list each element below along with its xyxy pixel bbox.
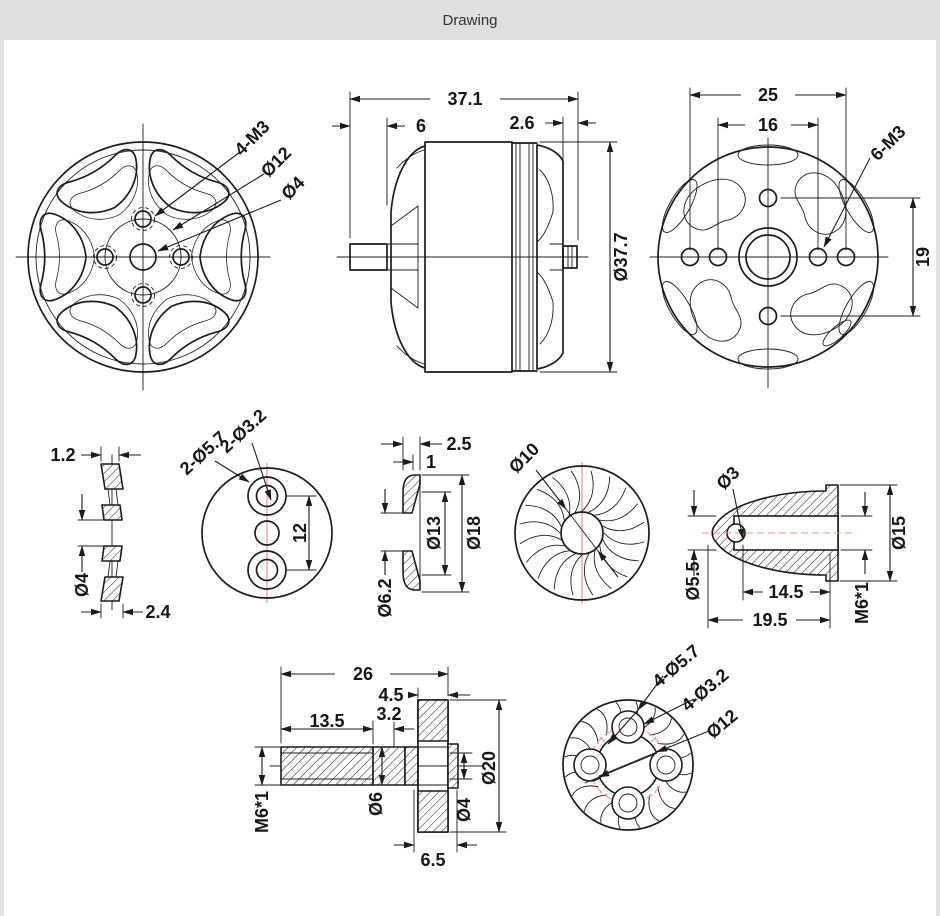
swirl-disc-view: Ø10 [505, 439, 650, 604]
dim-vertical-hole-spacing: 19 [913, 247, 933, 267]
dim-body-diameter: Ø37.7 [611, 232, 631, 281]
dim-washer-overall-thickness: 2.4 [145, 602, 170, 622]
dim-outer-hole-spacing: 25 [758, 85, 778, 105]
front-view: 4-M3 Ø12 Ø4 [15, 116, 309, 391]
dim-adapter-overall-length: 26 [353, 664, 373, 684]
cone-washer-section-view: 2.5 1 Ø13 Ø18 Ø6.2 [375, 434, 484, 618]
dim-overall-length: 37.1 [447, 89, 482, 109]
header-bar: Drawing [0, 0, 940, 40]
rear-view: 25 16 6-M3 19 [649, 85, 933, 389]
dim-spinner-bore-depth: 14.5 [768, 582, 803, 602]
dim-adapter-hub-width: 6.5 [420, 850, 445, 870]
dim-cone-rim-width: 1 [426, 452, 436, 472]
dim-prop-disc-small-holes: 2-Ø3.2 [216, 405, 270, 457]
front-mount-holes-label: 4-M3 [230, 116, 273, 159]
dim-spinner-nose-diameter: Ø5.5 [683, 561, 703, 600]
dim-adapter-flange-width: 4.5 [378, 685, 403, 705]
side-view: 37.1 6 2.6 Ø37.7 [332, 89, 631, 373]
dim-rear-width: 2.6 [509, 113, 534, 133]
prop-disc-view: 2-Ø3.2 2-Ø5.7 12 [176, 405, 333, 603]
rear-thread-holes-label: 6-M3 [866, 121, 909, 164]
prop-adapter-view: 26 4.5 13.5 3.2 M6*1 Ø6 Ø4 Ø20 6.5 [252, 664, 507, 870]
dim-adapter-thread: M6*1 [252, 791, 272, 833]
dim-inner-hole-spacing: 16 [758, 115, 778, 135]
dim-washer-bore: Ø4 [72, 573, 92, 597]
dim-cone-inner-diameter: Ø13 [424, 516, 444, 550]
dim-adapter-bore: Ø4 [454, 798, 474, 822]
front-shaft-hole-label: Ø4 [277, 172, 308, 203]
drawing-canvas [4, 40, 936, 916]
dim-disc4-small-holes: 4-Ø3.2 [677, 665, 732, 716]
dim-adapter-flange-diameter: Ø20 [479, 751, 499, 785]
prop-disc-4hole-view: 4-Ø5.7 4-Ø3.2 Ø12 [562, 641, 742, 831]
dim-prop-disc-large-holes: 2-Ø5.7 [176, 427, 230, 479]
dim-washer-rim-thickness: 1.2 [50, 445, 75, 465]
dim-adapter-step-width: 3.2 [376, 704, 401, 724]
dim-shaft-length: 6 [416, 116, 426, 136]
dim-disc4-large-holes: 4-Ø5.7 [648, 641, 703, 692]
washer-section-view: 1.2 Ø4 2.4 [50, 445, 170, 622]
page-title: Drawing [442, 11, 498, 29]
dim-prop-disc-hole-spacing: 12 [290, 523, 310, 543]
dim-spinner-nose-hole: Ø3 [712, 462, 743, 493]
technical-drawing: 4-M3 Ø12 Ø4 37.1 6 2.6 Ø37.7 [15, 85, 933, 870]
dim-spinner-overall-length: 19.5 [752, 610, 787, 630]
dim-spinner-outer-diameter: Ø15 [889, 516, 909, 550]
dim-cone-outer-diameter: Ø18 [464, 516, 484, 550]
dim-spinner-thread: M6*1 [852, 582, 872, 624]
spinner-section-view: Ø3 Ø5.5 14.5 19.5 Ø15 M6*1 [683, 462, 909, 630]
dim-cone-bore: Ø6.2 [375, 578, 395, 617]
dim-adapter-shaft-diameter: Ø6 [366, 792, 386, 816]
dim-cone-overall-width: 2.5 [446, 434, 471, 454]
dim-disc4-bore: Ø12 [703, 705, 742, 742]
dim-adapter-thread-length: 13.5 [309, 711, 344, 731]
